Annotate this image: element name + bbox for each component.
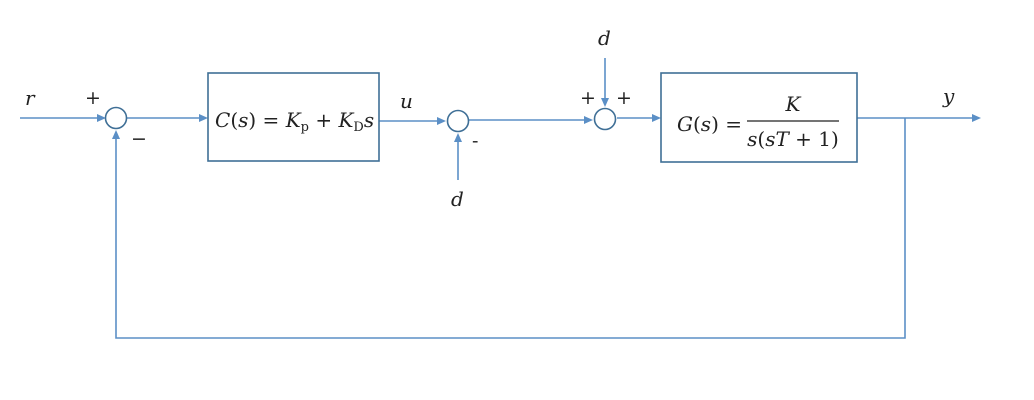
summing-junction-1 (104, 106, 128, 130)
control-signal-label: u (400, 89, 413, 113)
sum2-minus-sign: - (472, 130, 478, 152)
sum1-plus-sign: + (85, 87, 101, 109)
reference-signal-label: r (25, 86, 36, 110)
plant-arg-close: ) (711, 112, 719, 136)
plant-denominator: s(sT + 1) (747, 127, 839, 151)
controller-block (207, 72, 380, 162)
disturbance-bottom-label: d (451, 187, 464, 211)
controller-kd-subscript: D (353, 120, 363, 135)
plant-den-open: ( (757, 127, 765, 151)
sum1-minus-sign: − (131, 128, 147, 150)
controller-equals: = (256, 108, 285, 132)
disturbance-top-label: d (598, 26, 611, 50)
summing-junction-3 (593, 107, 617, 131)
arrow-output (972, 114, 981, 122)
plant-lhs-letter: G (677, 112, 693, 136)
signal-lines (20, 58, 972, 339)
output-signal-label: y (942, 84, 955, 108)
line-feedback-path (115, 118, 906, 339)
arrow-into-sum2 (437, 117, 446, 125)
plant-arg: s (701, 112, 711, 136)
controller-kp: K (285, 108, 302, 132)
arrow-disturbance-top (601, 98, 609, 107)
arrow-feedback-into-sum1 (112, 130, 120, 139)
arrowheads (97, 98, 981, 142)
arrow-into-controller (199, 114, 208, 122)
plant-lhs: G(s) = (677, 112, 748, 136)
controller-kd: K (337, 108, 354, 132)
plant-den-close: ) (831, 127, 839, 151)
controller-lhs: C (215, 108, 230, 132)
controller-arg-close: ) (248, 108, 256, 132)
controller-kp-subscript: p (301, 120, 309, 135)
controller-equation: C(s) = Kp + KDs (215, 108, 374, 135)
controller-arg: s (238, 108, 248, 132)
arrow-into-sum1 (97, 114, 106, 122)
plant-den-s: s (747, 127, 757, 151)
plant-equals: = (719, 112, 748, 136)
sum3-plus-left-sign: + (580, 87, 596, 109)
plant-arg-open: ( (693, 112, 701, 136)
controller-plus: + (309, 108, 338, 132)
sum3-plus-top-sign: + (616, 87, 632, 109)
arrow-into-sum3 (584, 116, 593, 124)
arrow-into-plant (652, 114, 661, 122)
plant-den-plus-one: + 1 (789, 127, 831, 151)
arrow-disturbance-bottom (454, 133, 462, 142)
controller-kd-s: s (364, 108, 374, 132)
plant-numerator: K (785, 92, 802, 116)
plant-den-sT: sT (765, 127, 790, 151)
plant-block (660, 72, 858, 163)
controller-arg-open: ( (230, 108, 238, 132)
summing-junction-2 (446, 109, 470, 133)
